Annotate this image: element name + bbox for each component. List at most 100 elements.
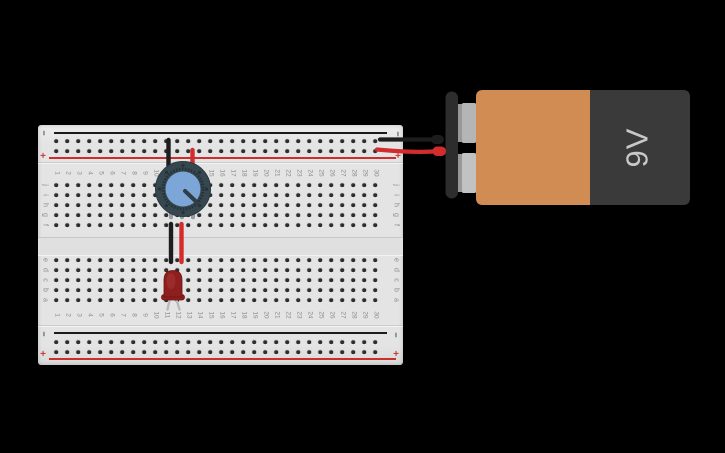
breadboard-hole[interactable] — [351, 350, 355, 354]
breadboard-hole[interactable] — [296, 203, 300, 207]
breadboard-hole[interactable] — [120, 288, 124, 292]
breadboard-hole[interactable] — [285, 350, 289, 354]
breadboard-hole[interactable] — [208, 213, 212, 217]
breadboard-hole[interactable] — [65, 149, 69, 153]
breadboard-hole[interactable] — [296, 288, 300, 292]
breadboard-hole[interactable] — [109, 193, 113, 197]
breadboard-hole[interactable] — [76, 278, 80, 282]
breadboard-hole[interactable] — [131, 149, 135, 153]
breadboard-hole[interactable] — [241, 213, 245, 217]
breadboard-hole[interactable] — [109, 268, 113, 272]
breadboard-hole[interactable] — [274, 350, 278, 354]
breadboard-hole[interactable] — [197, 139, 201, 143]
breadboard-hole[interactable] — [274, 258, 278, 262]
breadboard-hole[interactable] — [241, 203, 245, 207]
breadboard-hole[interactable] — [109, 213, 113, 217]
breadboard-hole[interactable] — [87, 203, 91, 207]
breadboard-hole[interactable] — [296, 268, 300, 272]
breadboard-hole[interactable] — [307, 213, 311, 217]
breadboard-hole[interactable] — [76, 213, 80, 217]
breadboard-hole[interactable] — [87, 298, 91, 302]
breadboard-hole[interactable] — [98, 278, 102, 282]
breadboard-hole[interactable] — [98, 288, 102, 292]
breadboard-hole[interactable] — [373, 268, 377, 272]
breadboard-hole[interactable] — [142, 193, 146, 197]
breadboard-hole[interactable] — [65, 223, 69, 227]
battery-9v[interactable]: 9V — [445, 90, 691, 205]
breadboard-hole[interactable] — [153, 193, 157, 197]
breadboard-hole[interactable] — [197, 340, 201, 344]
breadboard-hole[interactable] — [87, 139, 91, 143]
breadboard-hole[interactable] — [362, 258, 366, 262]
breadboard-hole[interactable] — [54, 139, 58, 143]
breadboard-hole[interactable] — [252, 149, 256, 153]
breadboard-hole[interactable] — [186, 258, 190, 262]
breadboard-hole[interactable] — [219, 350, 223, 354]
breadboard-hole[interactable] — [131, 278, 135, 282]
breadboard-hole[interactable] — [230, 149, 234, 153]
breadboard-hole[interactable] — [362, 193, 366, 197]
breadboard-hole[interactable] — [263, 183, 267, 187]
breadboard-hole[interactable] — [65, 268, 69, 272]
breadboard-hole[interactable] — [76, 139, 80, 143]
breadboard-hole[interactable] — [285, 258, 289, 262]
wire-red-rail-to-battery[interactable] — [374, 147, 436, 154]
breadboard-hole[interactable] — [373, 350, 377, 354]
breadboard-hole[interactable] — [109, 203, 113, 207]
battery-terminal-positive[interactable] — [462, 103, 476, 143]
breadboard-hole[interactable] — [373, 213, 377, 217]
breadboard-hole[interactable] — [219, 288, 223, 292]
breadboard-hole[interactable] — [120, 350, 124, 354]
breadboard-hole[interactable] — [109, 258, 113, 262]
breadboard-hole[interactable] — [153, 203, 157, 207]
breadboard-hole[interactable] — [285, 183, 289, 187]
breadboard-hole[interactable] — [285, 278, 289, 282]
breadboard-hole[interactable] — [252, 268, 256, 272]
breadboard-hole[interactable] — [351, 213, 355, 217]
breadboard-hole[interactable] — [87, 149, 91, 153]
breadboard-hole[interactable] — [340, 193, 344, 197]
breadboard-hole[interactable] — [274, 149, 278, 153]
breadboard-hole[interactable] — [252, 298, 256, 302]
breadboard-hole[interactable] — [351, 278, 355, 282]
breadboard-hole[interactable] — [98, 203, 102, 207]
breadboard-hole[interactable] — [208, 268, 212, 272]
breadboard-hole[interactable] — [142, 340, 146, 344]
breadboard-hole[interactable] — [362, 203, 366, 207]
breadboard-hole[interactable] — [252, 278, 256, 282]
breadboard-hole[interactable] — [296, 193, 300, 197]
breadboard-hole[interactable] — [318, 223, 322, 227]
breadboard-hole[interactable] — [208, 203, 212, 207]
breadboard-hole[interactable] — [296, 350, 300, 354]
breadboard-hole[interactable] — [208, 278, 212, 282]
breadboard-hole[interactable] — [142, 223, 146, 227]
breadboard-hole[interactable] — [87, 340, 91, 344]
breadboard-hole[interactable] — [230, 203, 234, 207]
breadboard-hole[interactable] — [241, 350, 245, 354]
breadboard-hole[interactable] — [153, 268, 157, 272]
breadboard-hole[interactable] — [329, 139, 333, 143]
breadboard-hole[interactable] — [274, 183, 278, 187]
breadboard-hole[interactable] — [109, 278, 113, 282]
breadboard-hole[interactable] — [208, 223, 212, 227]
breadboard-hole[interactable] — [76, 149, 80, 153]
breadboard-hole[interactable] — [65, 183, 69, 187]
breadboard-hole[interactable] — [241, 268, 245, 272]
breadboard-hole[interactable] — [351, 139, 355, 143]
breadboard-hole[interactable] — [373, 203, 377, 207]
breadboard-hole[interactable] — [186, 288, 190, 292]
breadboard-hole[interactable] — [340, 203, 344, 207]
breadboard-hole[interactable] — [263, 203, 267, 207]
breadboard-hole[interactable] — [329, 193, 333, 197]
breadboard-hole[interactable] — [197, 149, 201, 153]
breadboard-hole[interactable] — [142, 268, 146, 272]
breadboard-hole[interactable] — [142, 149, 146, 153]
breadboard-hole[interactable] — [285, 193, 289, 197]
breadboard-hole[interactable] — [186, 149, 190, 153]
breadboard-hole[interactable] — [208, 340, 212, 344]
breadboard-hole[interactable] — [340, 288, 344, 292]
breadboard-hole[interactable] — [54, 278, 58, 282]
breadboard-hole[interactable] — [252, 258, 256, 262]
breadboard-hole[interactable] — [241, 340, 245, 344]
breadboard-hole[interactable] — [285, 340, 289, 344]
